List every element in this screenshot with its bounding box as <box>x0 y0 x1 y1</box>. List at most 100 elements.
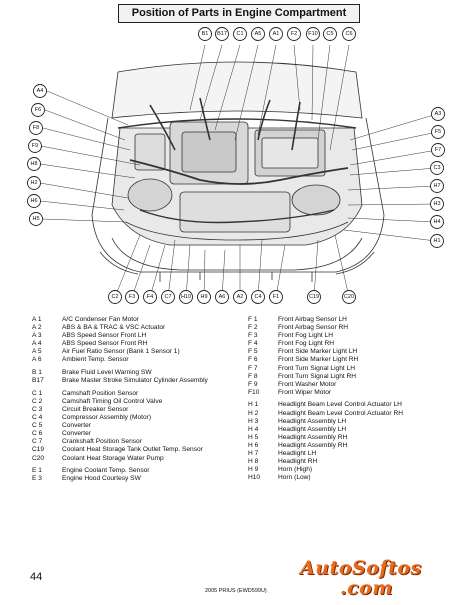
legend-label: Circuit Breaker Sensor <box>62 405 129 413</box>
callout-f9: F9 <box>28 139 42 153</box>
legend-label: Front Turn Signal Light RH <box>278 372 357 380</box>
svg-text:A1: A1 <box>273 31 280 37</box>
callout-f5: F5 <box>431 125 445 139</box>
legend-code: F 2 <box>248 324 258 332</box>
legend-code: F 7 <box>248 364 258 372</box>
callout-h6: H6 <box>27 194 41 208</box>
legend-label: Headlight RH <box>278 458 318 466</box>
legend-row: A 1 A/C Condenser Fan Motor <box>32 316 208 324</box>
svg-text:H2: H2 <box>30 180 37 186</box>
callout-a6: A6 <box>215 290 229 304</box>
svg-text:H7: H7 <box>433 183 440 189</box>
svg-text:C1: C1 <box>236 31 243 37</box>
legend-row: B17 Brake Master Stroke Simulator Cylinde… <box>32 377 208 385</box>
callout-a3: A3 <box>431 107 445 121</box>
callout-a4: A4 <box>33 84 47 98</box>
watermark-line1: AutoSoftos <box>300 557 422 579</box>
legend-label: Air Fuel Ratio Sensor (Bank 1 Sensor 1) <box>62 348 180 356</box>
legend-label: Converter <box>62 422 91 430</box>
legend-code: B17 <box>32 377 44 385</box>
callout-c6: C6 <box>342 27 356 41</box>
legend-code: C 3 <box>32 405 43 413</box>
svg-text:H5: H5 <box>32 216 39 222</box>
callout-a2: A2 <box>233 290 247 304</box>
legend-label: Headlight Assembly RH <box>278 433 348 441</box>
document-footer: 2005 PRIUS (EWD599U) <box>205 588 267 594</box>
legend-label: Front Fog Light LH <box>278 332 333 340</box>
callout-c19: C19 <box>307 290 321 304</box>
svg-text:H8: H8 <box>30 161 37 167</box>
callout-c2: C2 <box>108 290 122 304</box>
legend-label: Camshaft Timing Oil Control Valve <box>62 397 163 405</box>
svg-text:A4: A4 <box>37 88 44 94</box>
legend-code: C 4 <box>32 414 43 422</box>
legend-label: Converter <box>62 430 91 438</box>
legend-row: H 9 Horn (High) <box>248 466 403 474</box>
legend-label: Horn (High) <box>278 466 313 474</box>
legend-code: F 8 <box>248 372 258 380</box>
legend-row: F 7 Front Turn Signal Light LH <box>248 365 403 373</box>
legend-label: Headlight Assembly LH <box>278 425 347 433</box>
legend-code: H 8 <box>248 458 259 466</box>
legend-label: Front Airbag Sensor RH <box>278 324 348 332</box>
legend-code: E 1 <box>32 467 42 475</box>
legend-label: Engine Hood Courtesy SW <box>62 475 141 483</box>
svg-text:A3: A3 <box>435 111 442 117</box>
legend-row: F 2 Front Airbag Sensor RH <box>248 324 403 332</box>
callout-a1: A1 <box>269 27 283 41</box>
legend-row: A 5 Air Fuel Ratio Sensor (Bank 1 Sensor … <box>32 348 208 356</box>
legend-label: Front Wiper Motor <box>278 388 332 396</box>
callout-h3: H3 <box>430 197 444 211</box>
legend-code: F10 <box>248 388 260 396</box>
legend-code: C 5 <box>32 422 43 430</box>
legend-label: A/C Condenser Fan Motor <box>62 316 139 323</box>
svg-text:C5: C5 <box>326 31 333 37</box>
svg-text:H10: H10 <box>181 294 191 300</box>
callout-f8: F8 <box>29 121 43 135</box>
svg-text:B17: B17 <box>217 31 227 37</box>
legend-code: H 4 <box>248 425 259 433</box>
svg-text:H9: H9 <box>200 294 207 300</box>
legend-code: F 5 <box>248 348 258 356</box>
legend-code: H 9 <box>248 466 259 474</box>
legend-label: Front Turn Signal Light LH <box>278 364 355 372</box>
callout-f4: F4 <box>143 290 157 304</box>
legend-label: Front Fog Light RH <box>278 340 335 348</box>
legend-code: C 1 <box>32 389 43 397</box>
callout-f1: F1 <box>269 290 283 304</box>
legend-label: Brake Master Stroke Simulator Cylinder A… <box>62 377 208 385</box>
callout-c4: C4 <box>251 290 265 304</box>
svg-text:F7: F7 <box>435 147 441 153</box>
legend-code: H 2 <box>248 409 259 417</box>
callout-f6: F6 <box>31 103 45 117</box>
legend-code: A 1 <box>32 316 42 323</box>
legend-code: A 5 <box>32 348 42 356</box>
callout-h10: H10 <box>179 290 193 304</box>
callouts-top: B1 B17 C1 A5 A1 F2 F10 C5 C6 <box>198 27 356 41</box>
legend-label: Front Side Marker Light RH <box>278 356 359 364</box>
legend-label: Engine Coolant Temp. Sensor <box>62 467 150 475</box>
legend-row: C 3 Circuit Breaker Sensor <box>32 406 208 414</box>
svg-text:F9: F9 <box>32 143 38 149</box>
legend-label: Front Washer Motor <box>278 380 337 388</box>
